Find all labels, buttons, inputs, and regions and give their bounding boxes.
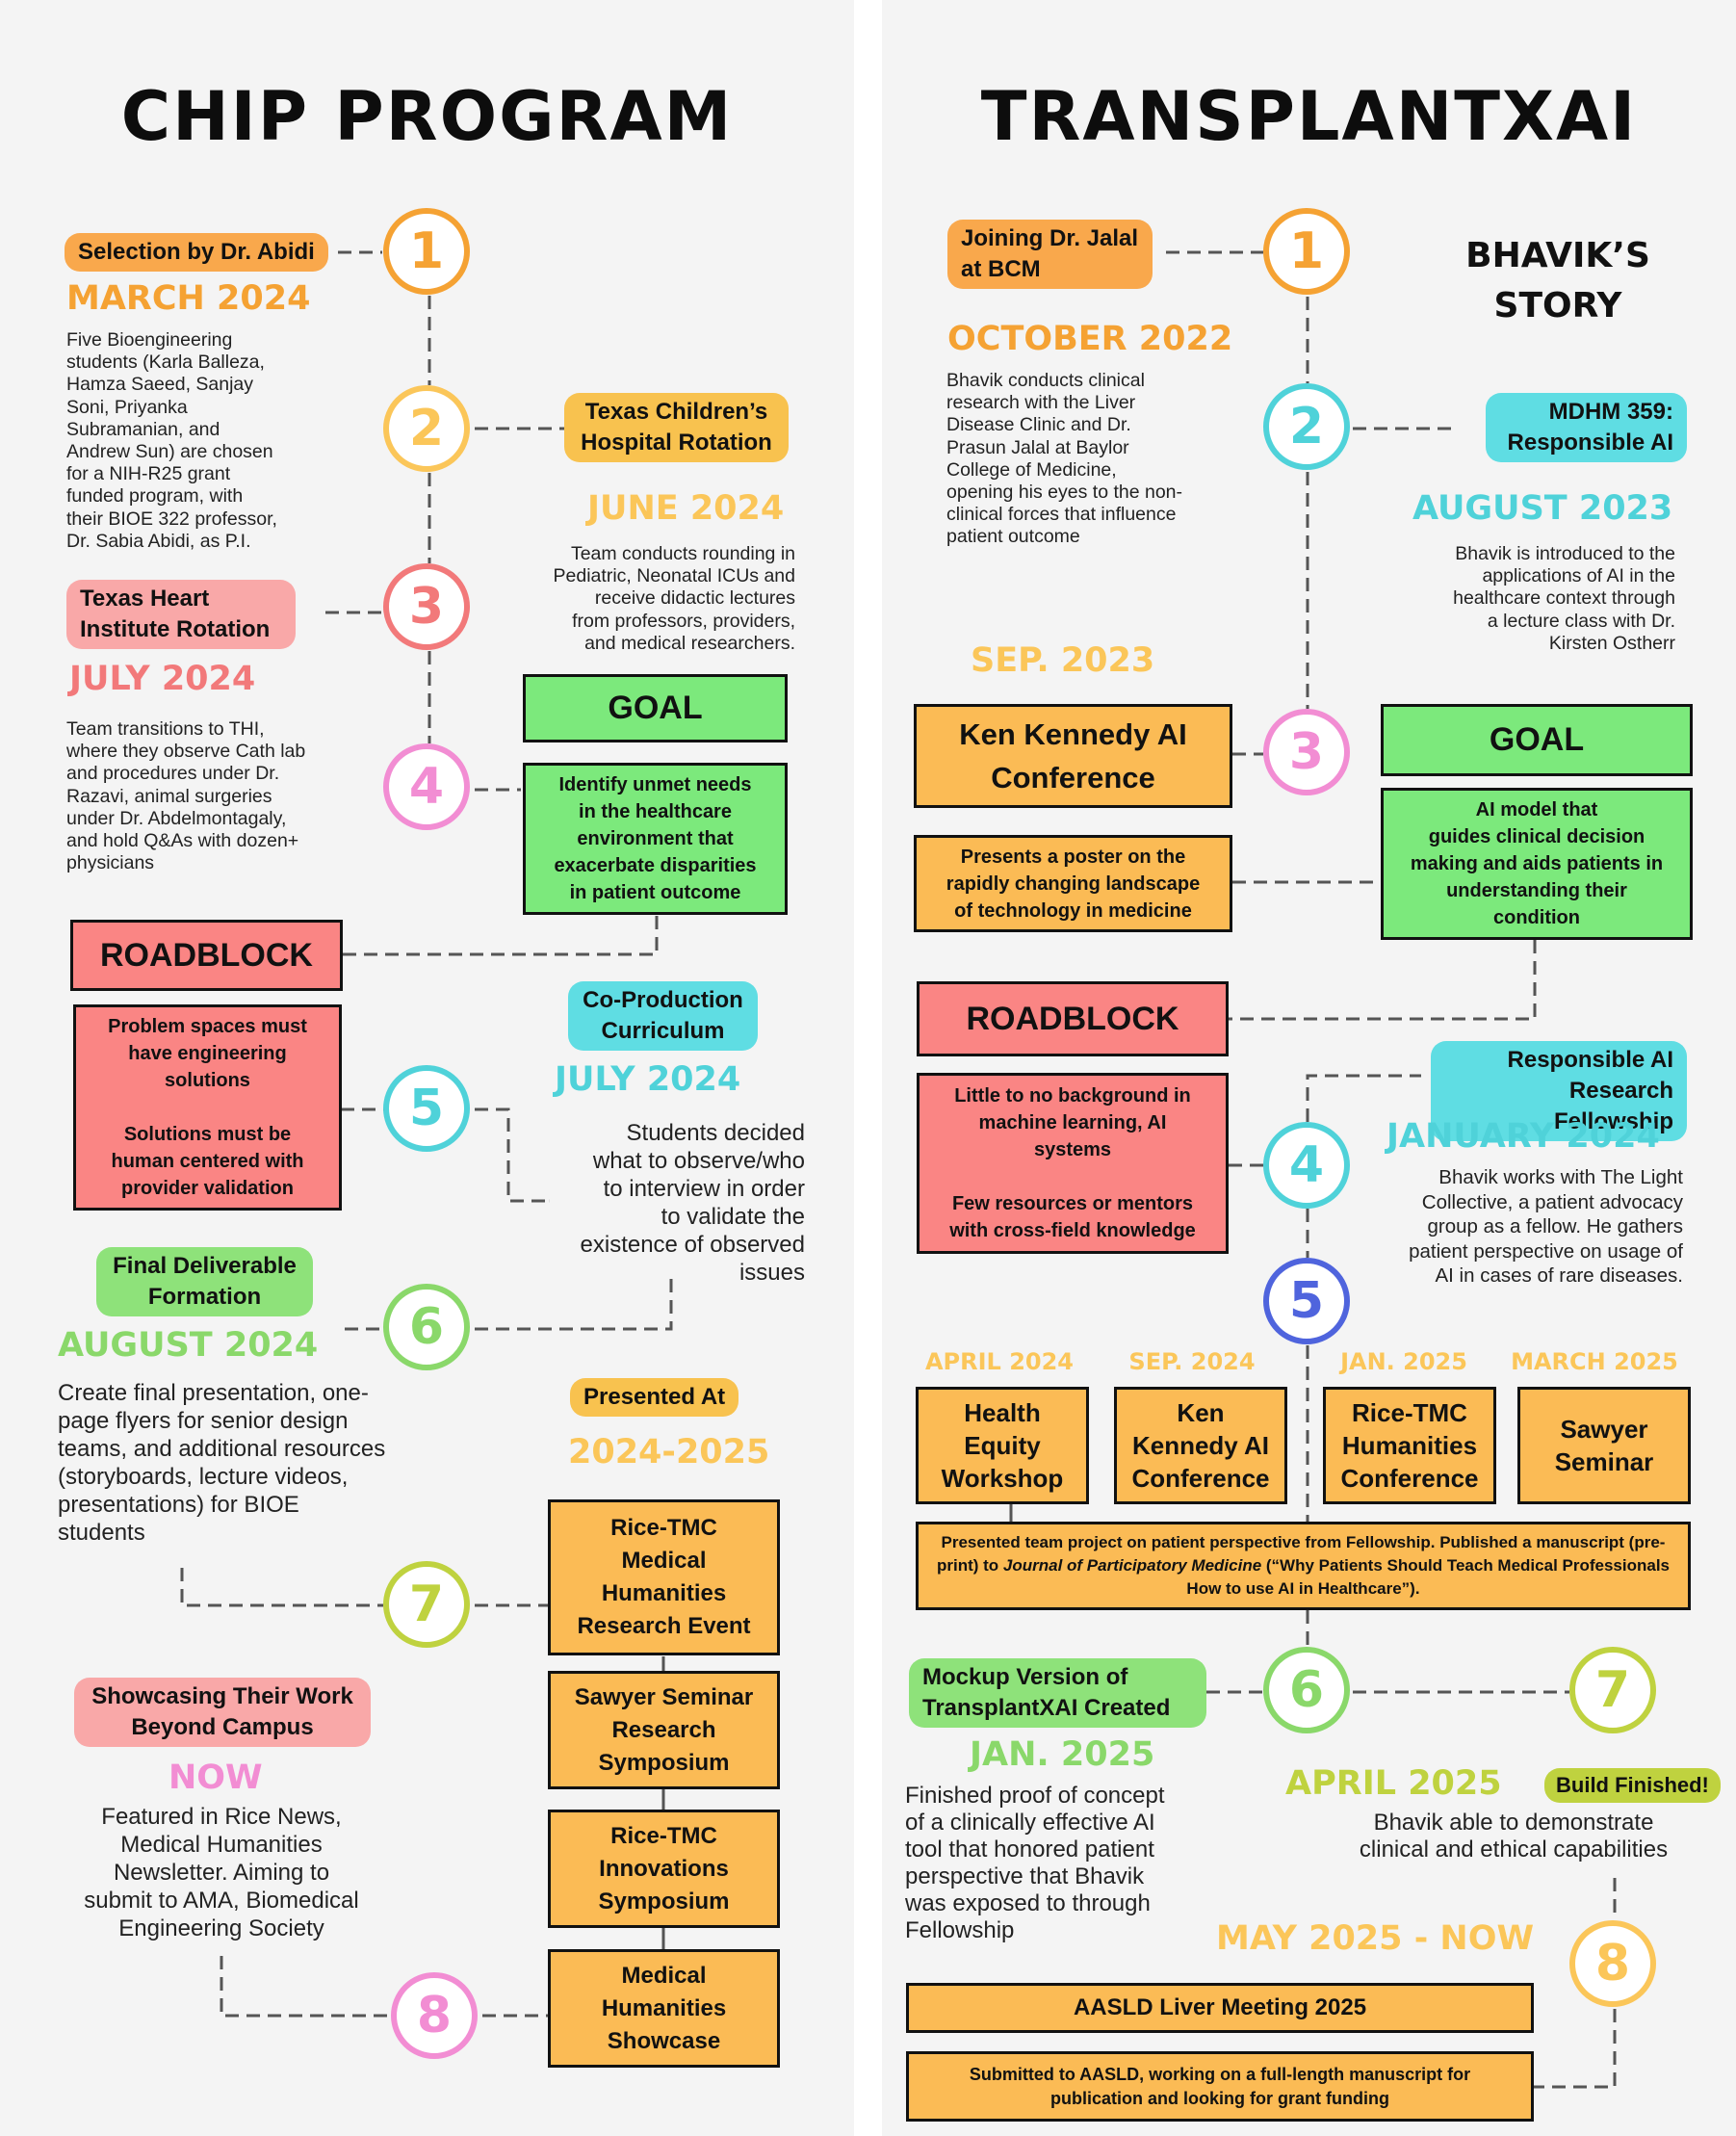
txai-pres2-date: SEP. 2024 — [1128, 1348, 1256, 1375]
chip-goal-text: Identify unmet needs in the healthcare e… — [523, 763, 788, 915]
chip-step6-date: AUGUST 2024 — [58, 1326, 319, 1365]
chip-step5-date: JULY 2024 — [555, 1060, 741, 1099]
chip-step4-circle: 4 — [383, 743, 470, 830]
txai-pres3-date: JAN. 2025 — [1340, 1348, 1467, 1375]
chip-step7-circle: 7 — [383, 1561, 470, 1648]
txai-step3-circle: 3 — [1263, 709, 1350, 795]
txai-step4-circle: 4 — [1263, 1122, 1350, 1209]
chip-step8-date: NOW — [168, 1758, 263, 1797]
txai-step2-text: Bhavik is introduced to the applications… — [1453, 543, 1675, 654]
chip-step3-date: JULY 2024 — [69, 660, 256, 698]
txai-pres4-box: Sawyer Seminar — [1517, 1387, 1691, 1504]
chip-step6-circle: 6 — [383, 1284, 470, 1370]
txai-step3-date: SEP. 2023 — [971, 641, 1155, 680]
chip-step7-date: 2024-2025 — [568, 1433, 770, 1472]
txai-goal-text: AI model that guides clinical decision m… — [1381, 788, 1693, 940]
chip-step2-text: Team conducts rounding in Pediatric, Neo… — [553, 543, 795, 654]
txai-step8-circle: 8 — [1569, 1920, 1656, 2007]
txai-title: TRANSPLANTXAI — [980, 77, 1638, 156]
txai-step8-box-text: Submitted to AASLD, working on a full-le… — [906, 2051, 1534, 2122]
txai-step4-date: JANUARY 2024 — [1386, 1117, 1660, 1156]
txai-step6-date: JAN. 2025 — [970, 1735, 1155, 1774]
transplantxai-panel: TRANSPLANTXAI BHAVIK’S STORY Joining Dr.… — [882, 0, 1736, 2136]
txai-step7-label: Build Finished! — [1544, 1768, 1721, 1803]
txai-step6-label: Mockup Version of TransplantXAI Created — [909, 1658, 1206, 1728]
chip-step6-text: Create final presentation, one- page fly… — [58, 1380, 386, 1546]
txai-step7-date: APRIL 2025 — [1285, 1764, 1502, 1803]
txai-step7-text: Bhavik able to demonstrate clinical and … — [1359, 1810, 1669, 1862]
txai-step4-text: Bhavik works with The Light Collective, … — [1409, 1166, 1683, 1287]
txai-step8-date: MAY 2025 - NOW — [1216, 1919, 1535, 1958]
txai-step7-circle: 7 — [1569, 1647, 1656, 1733]
chip-title: CHIP PROGRAM — [120, 77, 734, 156]
txai-presented-journal: Journal of Participatory Medicine — [1002, 1556, 1262, 1575]
chip-step1-text: Five Bioengineering students (Karla Ball… — [66, 329, 277, 552]
chip-step1-label: Selection by Dr. Abidi — [65, 233, 328, 272]
chip-step2-label: Texas Children’s Hospital Rotation — [564, 393, 789, 462]
txai-step1-date: OCTOBER 2022 — [947, 320, 1233, 358]
chip-step3-label: Texas Heart Institute Rotation — [66, 580, 296, 649]
chip-step2-date: JUNE 2024 — [587, 489, 785, 528]
chip-step1-circle: 1 — [383, 208, 470, 295]
txai-step1-circle: 1 — [1263, 208, 1350, 295]
chip-step5-text: Students decided what to observe/who to … — [580, 1120, 805, 1286]
chip-step1-date: MARCH 2024 — [66, 279, 311, 318]
chip-event-3: Rice-TMC Innovations Symposium — [548, 1810, 780, 1928]
txai-pres2-box: Ken Kennedy AI Conference — [1114, 1387, 1287, 1504]
chip-program-panel: CHIP PROGRAM Selection by Dr. Abidi 1 MA… — [0, 0, 854, 2136]
chip-event-2: Sawyer Seminar Research Symposium — [548, 1671, 780, 1789]
txai-presented-text-1: Presented team project on patient perspe… — [936, 1533, 1666, 1575]
chip-step5-circle: 5 — [383, 1065, 470, 1152]
chip-step5-label: Co-Production Curriculum — [568, 981, 758, 1051]
chip-step8-circle: 8 — [391, 1972, 478, 2059]
chip-roadblock-title: ROADBLOCK — [70, 920, 343, 991]
txai-pres3-box: Rice-TMC Humanities Conference — [1323, 1387, 1496, 1504]
chip-step2-circle: 2 — [383, 385, 470, 472]
chip-step3-circle: 3 — [383, 563, 470, 650]
txai-step4-label: Responsible AI Research Fellowship — [1431, 1041, 1687, 1141]
txai-step6-text: Finished proof of concept of a clinicall… — [905, 1783, 1165, 1943]
txai-step5-circle: 5 — [1263, 1258, 1350, 1344]
txai-presented-text-2: (“Why Patients Should Teach Medical Prof… — [1186, 1556, 1671, 1598]
chip-step8-text: Featured in Rice News, Medical Humanitie… — [84, 1804, 359, 1941]
txai-step1-text: Bhavik conducts clinical research with t… — [946, 370, 1183, 548]
chip-event-1: Rice-TMC Medical Humanities Research Eve… — [548, 1499, 780, 1655]
panel-divider — [854, 0, 882, 2136]
txai-step2-circle: 2 — [1263, 383, 1350, 470]
txai-roadblock-title: ROADBLOCK — [917, 981, 1229, 1056]
txai-roadblock-text: Little to no background in machine learn… — [917, 1073, 1229, 1254]
chip-step3-text: Team transitions to THI, where they obse… — [66, 718, 306, 874]
txai-presented-summary: Presented team project on patient perspe… — [916, 1522, 1691, 1610]
txai-pres4-date: MARCH 2025 — [1511, 1348, 1678, 1375]
txai-pres1-date: APRIL 2024 — [924, 1348, 1075, 1375]
chip-step7-label: Presented At — [570, 1378, 739, 1417]
txai-step6-circle: 6 — [1263, 1647, 1350, 1733]
chip-roadblock-text: Problem spaces must have engineering sol… — [73, 1004, 342, 1211]
txai-pres1-box: Health Equity Workshop — [916, 1387, 1089, 1504]
chip-step8-label: Showcasing Their Work Beyond Campus — [74, 1678, 371, 1747]
chip-event-4: Medical Humanities Showcase — [548, 1949, 780, 2068]
txai-step2-date: AUGUST 2023 — [1412, 489, 1673, 528]
txai-goal-title: GOAL — [1381, 704, 1693, 776]
txai-step8-box-title: AASLD Liver Meeting 2025 — [906, 1983, 1534, 2033]
txai-subtitle: BHAVIK’S STORY — [1465, 236, 1650, 326]
txai-step2-label: MDHM 359: Responsible AI — [1486, 393, 1687, 462]
txai-step3-box-title: Ken Kennedy AI Conference — [914, 704, 1232, 808]
chip-goal-title: GOAL — [523, 674, 788, 742]
txai-step1-label: Joining Dr. Jalal at BCM — [947, 220, 1153, 289]
chip-step6-label: Final Deliverable Formation — [96, 1247, 313, 1316]
txai-step3-box-text: Presents a poster on the rapidly changin… — [914, 835, 1232, 932]
